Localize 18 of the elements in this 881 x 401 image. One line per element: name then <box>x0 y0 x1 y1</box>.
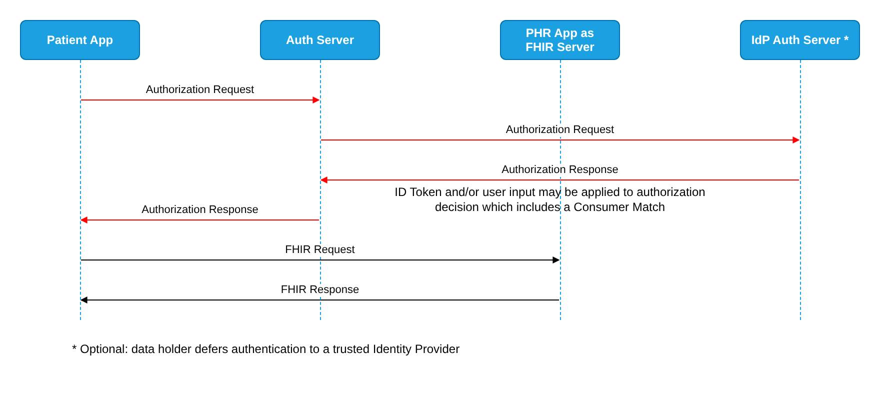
message-arrow <box>80 216 320 224</box>
message-arrow <box>80 96 320 104</box>
participant-name: Patient App <box>46 33 114 47</box>
edge-label: FHIR Response <box>278 284 362 297</box>
participant-name: PHR App as FHIR Server <box>524 26 596 54</box>
participant-name: Auth Server <box>286 33 354 47</box>
participant-name: IdP Auth Server * <box>751 33 849 47</box>
edge-label: Authorization Request <box>504 124 616 137</box>
message-arrow <box>80 256 560 264</box>
message-arrow <box>320 176 800 184</box>
footnote: * Optional: data holder defers authentication to a trusted Identity Provider <box>72 342 460 357</box>
edge-label: Authorization Response <box>500 164 620 177</box>
edge-label: FHIR Request <box>283 244 357 257</box>
message-arrow <box>80 296 560 304</box>
message-arrow <box>320 136 800 144</box>
edge-label: Authorization Response <box>140 204 260 217</box>
edge-label: Authorization Request <box>144 84 256 97</box>
note-text: ID Token and/or user input may be applied to authorization decision which includes a Consumer Match <box>394 185 706 215</box>
